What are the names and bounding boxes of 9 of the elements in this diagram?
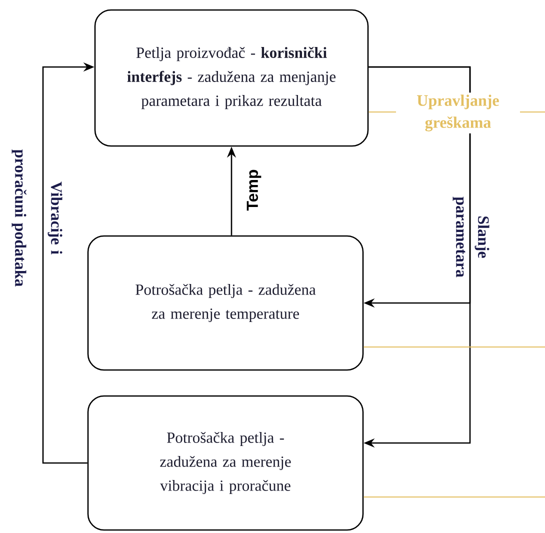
edge-label: Temp xyxy=(246,170,262,211)
process-box: Potrošačka petlja - zadužena za merenje temperature xyxy=(87,235,364,371)
process-box: Petlja proizvođač - korisnički interfejs - zadužena za menjanje parametara i prikaz rezultata xyxy=(94,9,369,147)
process-box: Potrošačka petlja - zadužena za merenje vibracija i proračune xyxy=(87,395,364,531)
edge-label: Slanje parametara xyxy=(452,196,490,278)
line xyxy=(364,346,545,348)
edge-label: Vibracije i proračuni podataka xyxy=(12,149,62,287)
line xyxy=(364,496,545,498)
edge-label: Upravljanje greškama xyxy=(396,92,520,134)
